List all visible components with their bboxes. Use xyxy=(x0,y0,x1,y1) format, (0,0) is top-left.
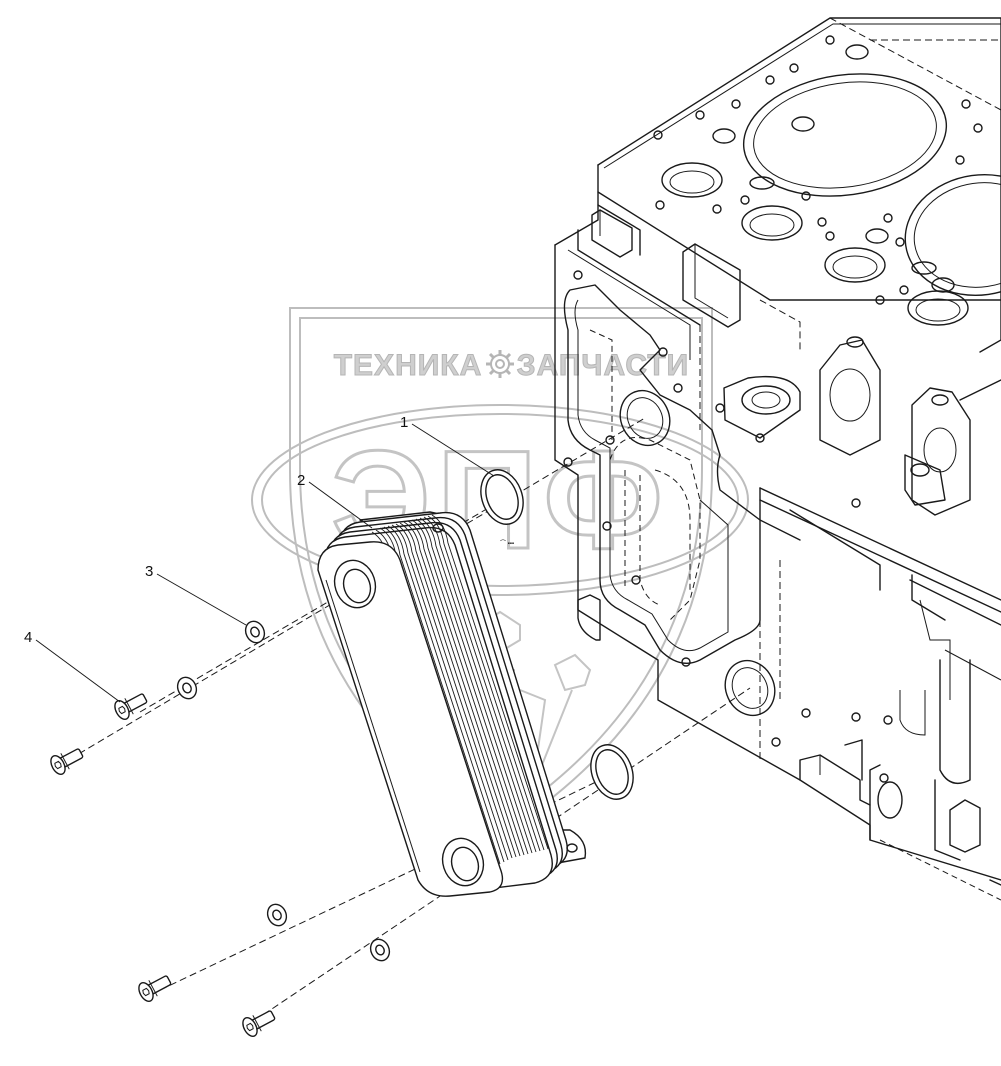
oil-cooler: ⌒ ▪▪▪ xyxy=(317,511,587,897)
callout-number-1: 1 xyxy=(400,414,408,431)
bolt-2 xyxy=(50,748,84,775)
cylinder-bore-2 xyxy=(904,173,1001,297)
washer-4 xyxy=(369,938,391,962)
cylinder-bore-1 xyxy=(742,73,948,197)
o-ring-upper xyxy=(480,469,524,525)
centerline-lower xyxy=(244,687,751,1028)
deck-holes xyxy=(653,35,983,326)
callout-number-2: 2 xyxy=(297,472,305,489)
gear-icon xyxy=(486,350,514,378)
cooler-outlet-port xyxy=(441,837,485,887)
o-ring-lower xyxy=(590,744,634,800)
bolt-3 xyxy=(138,975,172,1002)
cooler-mounting-face xyxy=(563,284,761,664)
watermark-right-word: ЗАПЧАСТИ xyxy=(517,349,689,382)
bolt-4 xyxy=(242,1010,276,1037)
block-boss-ring xyxy=(741,385,791,415)
washer-1 xyxy=(244,620,266,644)
centerline-upper xyxy=(59,417,646,766)
callout-2: 2 xyxy=(297,472,373,529)
leader-line-3 xyxy=(156,573,247,626)
callout-4: 4 xyxy=(24,629,121,703)
leader-line-2 xyxy=(308,481,373,529)
leader-line-1 xyxy=(411,423,495,477)
callouts: 1 2 3 4 xyxy=(24,414,495,703)
washer-3 xyxy=(266,903,288,927)
block-top-deck xyxy=(597,17,1001,353)
watermark-oval xyxy=(251,404,749,596)
callout-1: 1 xyxy=(400,414,495,477)
watermark-left-word: ТЕХНИКА xyxy=(334,349,483,382)
cooler-mark: ⌒ ▪▪▪ xyxy=(500,540,514,547)
bolt-1 xyxy=(114,693,148,720)
washer-2 xyxy=(176,676,198,700)
cooler-inlet-port xyxy=(333,559,377,609)
cooler-front-cover xyxy=(317,541,504,897)
callout-number-4: 4 xyxy=(24,629,32,646)
upper-oil-port xyxy=(619,389,671,447)
callout-3: 3 xyxy=(145,563,247,626)
leader-line-4 xyxy=(35,639,121,703)
lower-oil-port xyxy=(724,659,776,717)
engine-block xyxy=(554,17,1001,901)
callout-number-3: 3 xyxy=(145,563,153,580)
